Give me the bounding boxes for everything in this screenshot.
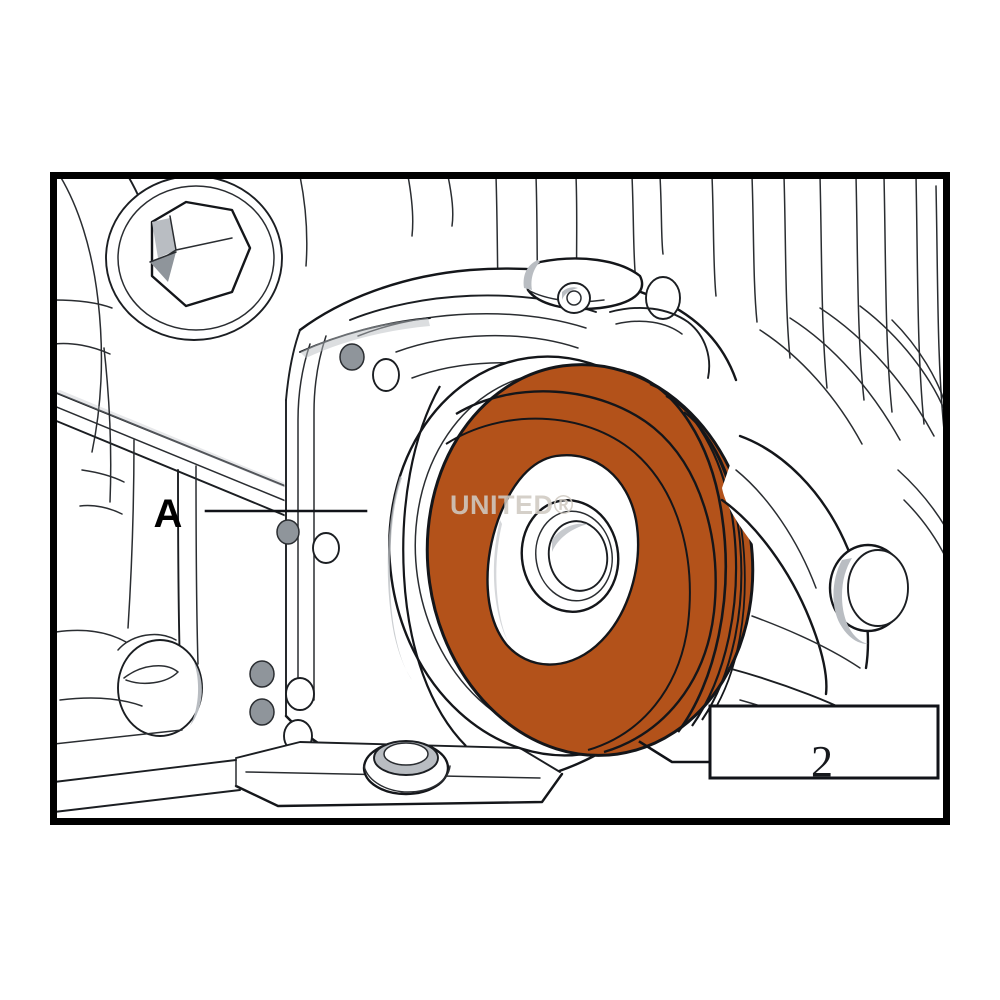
right-block-contours [759,305,946,559]
crankshaft-pulley-highlight [402,363,755,757]
callout-label-2: 2 [811,737,833,786]
diagonal-bracket-band [54,390,302,521]
leader-line-2 [638,740,714,764]
lower-left-substrate [54,629,241,813]
hex-bolt-head [105,176,283,341]
engine-block-ribs [495,176,945,431]
timing-cover-inner-detail [299,257,711,379]
diagram-frame-border [50,172,950,825]
illustration-content: UNITED® A 2 [54,176,946,821]
callout-box-2[interactable] [708,704,940,780]
bore-lower-left [117,633,203,737]
housing-left-pillars [79,347,199,669]
callout-label-a: A [154,492,183,536]
bottom-mounting-flange [234,740,564,808]
watermark-united: UNITED® [450,490,574,520]
